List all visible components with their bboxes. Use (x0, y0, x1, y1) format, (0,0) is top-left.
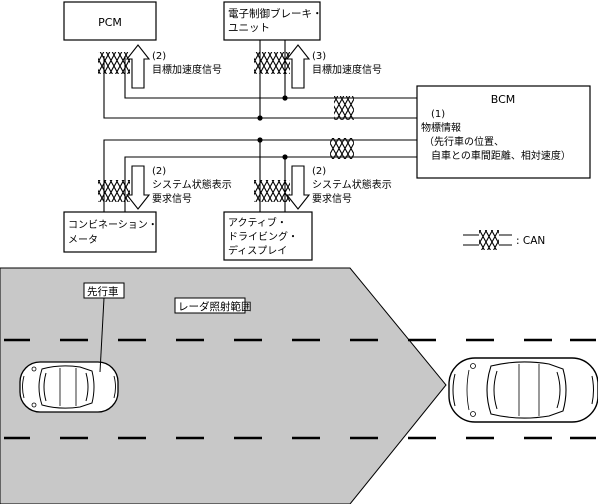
meter-signal-line1: システム状態表示 (152, 178, 232, 191)
bcm-signal-line3: 自車との車間距離、相対速度） (431, 149, 571, 162)
meter-label-line2: メータ (68, 234, 98, 246)
lead-vehicle-leader-line (99, 297, 105, 373)
radar-label: レーダ照射範囲 (178, 300, 252, 313)
bcm-signal-number: (1) (431, 109, 445, 120)
brake-unit-label-line1: 電子制御ブレーキ・ (228, 7, 323, 20)
radar-label-box (174, 297, 246, 314)
brake-signal-number: (3) (312, 51, 326, 62)
arrow-up-pcm (125, 44, 151, 89)
display-label-line2: ドライビング・ (228, 230, 298, 243)
display-block: アクティブ・ ドライビング・ ディスプレイ (223, 211, 313, 261)
arrow-down-display (285, 165, 311, 210)
pcm-signal-number: (2) (152, 51, 166, 62)
meter-label-line1: コンビネーション・ (68, 219, 158, 231)
twisted-pair-markers (98, 52, 354, 202)
arrow-up-brake (285, 44, 311, 89)
meter-block: コンビネーション・ メータ (63, 211, 158, 253)
pcm-block: PCM (63, 1, 157, 41)
meter-signal-number: (2) (152, 166, 166, 177)
pcm-label: PCM (98, 16, 122, 29)
meter-signal-line2: 要求信号 (152, 193, 192, 205)
can-junction-dots (257, 95, 288, 160)
display-label-line3: ディスプレイ (228, 244, 287, 257)
can-legend-label: : CAN (516, 235, 545, 247)
own-vehicle (448, 357, 598, 423)
radar-scene: 先行車 レーダ照射範囲 (0, 267, 598, 504)
brake-unit-block: 電子制御ブレーキ・ ユニット (223, 1, 323, 41)
display-label-line1: アクティブ・ (228, 216, 287, 229)
display-signal-number: (2) (312, 166, 326, 177)
radar-range-area (0, 267, 447, 504)
bcm-label: BCM (491, 93, 516, 106)
bcm-signal-line1: 物標情報 (421, 121, 461, 134)
pcm-signal-text: 目標加速度信号 (152, 63, 222, 76)
brake-unit-label-line2: ユニット (228, 22, 270, 34)
display-signal-line1: システム状態表示 (312, 178, 392, 191)
can-legend: : CAN (463, 230, 545, 250)
lead-vehicle (19, 361, 119, 413)
arrow-down-meter (125, 165, 151, 210)
lead-vehicle-label: 先行車 (87, 285, 119, 298)
brake-signal-text: 目標加速度信号 (312, 63, 382, 76)
bcm-signal-line2: （先行車の位置、 (424, 135, 504, 148)
display-signal-line2: 要求信号 (312, 193, 352, 205)
bcm-block: BCM (416, 85, 591, 179)
